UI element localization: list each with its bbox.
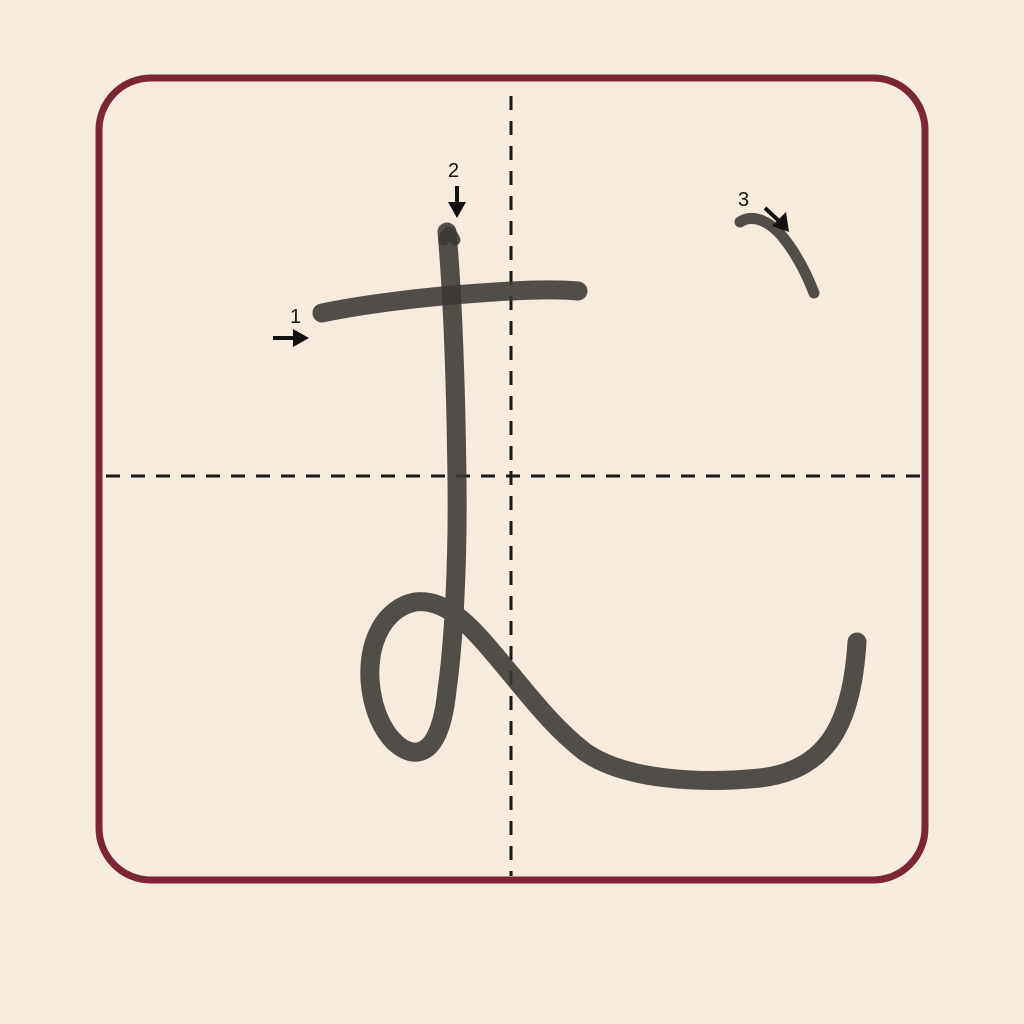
grid-frame bbox=[95, 74, 929, 884]
stroke-order-marker-2: 2 bbox=[448, 160, 466, 218]
kana-stroke-2 bbox=[360, 222, 867, 790]
stroke-order-marker-1: 1 bbox=[273, 306, 309, 347]
arrow-down-right-icon bbox=[763, 206, 789, 232]
stroke-order-marker-3: 3 bbox=[738, 189, 789, 232]
stroke-number-1: 1 bbox=[290, 306, 301, 328]
arrow-down-icon bbox=[448, 186, 466, 218]
stroke-number-3: 3 bbox=[738, 189, 749, 211]
kana-stroke-1 bbox=[312, 280, 588, 323]
kana-stroke-2-hook bbox=[438, 227, 461, 246]
stroke-number-2: 2 bbox=[448, 160, 459, 182]
kana-stroke-3 bbox=[734, 213, 820, 299]
arrow-right-icon bbox=[273, 329, 309, 347]
